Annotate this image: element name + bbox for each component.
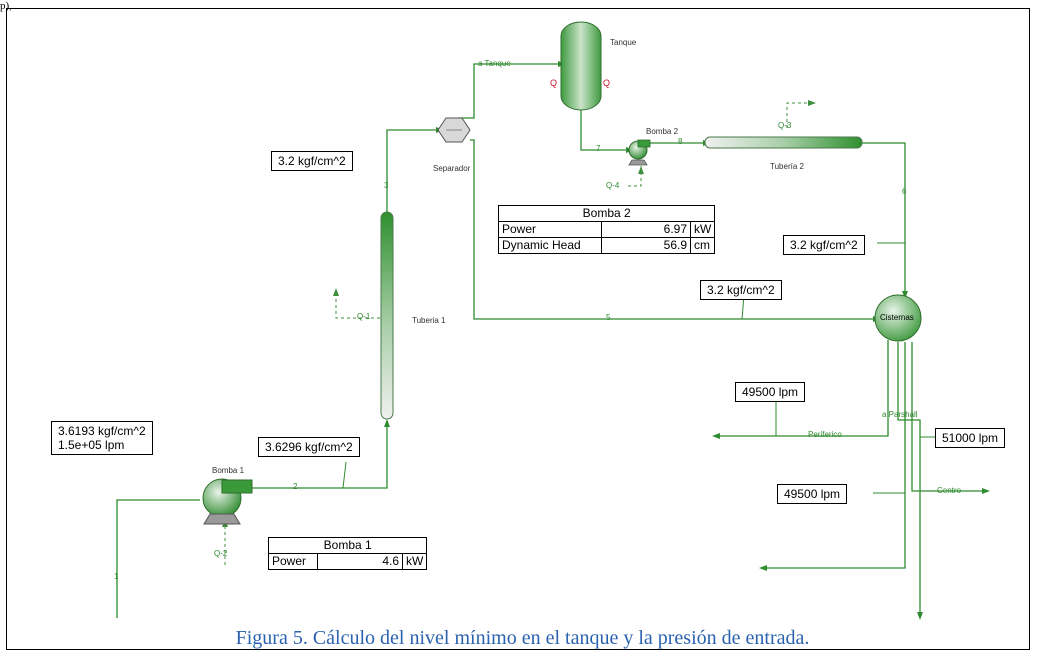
stream-6-line: [862, 142, 906, 293]
inlet-conditions-box: 3.6193 kgf/cm^2 1.5e+05 lpm: [51, 421, 153, 455]
arrow-centro-out: [982, 488, 990, 494]
flow-label-centro: 49500 lpm: [777, 484, 848, 504]
stream-6-label: 6: [902, 187, 907, 196]
tank-name: Tanque: [610, 38, 637, 47]
pump1-results-table: Bomba 1 Power 4.6 kW: [267, 537, 428, 570]
pressure-label-pipe1-inlet: 3.6296 kgf/cm^2: [258, 437, 360, 457]
pump1-row-name: Power: [268, 553, 318, 570]
energy-q3-line: [786, 102, 810, 128]
stream-2-line: [250, 425, 388, 489]
leader-lines: [342, 175, 935, 494]
stream-a-tanque-line: [458, 63, 560, 119]
stream-centro-line: [911, 342, 985, 492]
pump2-table-title: Bomba 2: [497, 205, 716, 222]
stream-3-label: 3: [384, 181, 389, 190]
energy-q1-label: Q-1: [357, 312, 371, 321]
figure-frame: [6, 8, 1030, 650]
cisterns-icon[interactable]: [874, 294, 922, 342]
pipe2-icon[interactable]: [704, 136, 863, 149]
stream-1-line: [116, 499, 200, 618]
stream-periferico-label: Periferico: [808, 430, 842, 439]
stream-lines: [116, 63, 985, 618]
separator-name: Separador: [433, 164, 471, 173]
pump2-results-table: Bomba 2 Power 6.97 kW Dynamic Head 56.9 …: [497, 205, 716, 254]
flow-label-parshall: 51000 lpm: [935, 428, 1006, 448]
arrow-periferico-out: [712, 433, 720, 439]
pipe1-name: Tuberia 1: [412, 316, 446, 325]
stream-periferico-line: [718, 340, 889, 437]
pump2-row-name: Dynamic Head: [498, 237, 602, 254]
arrow-parshall-out: [917, 612, 923, 620]
tank-icon[interactable]: [560, 21, 602, 111]
energy-q3-label: Q-3: [778, 121, 792, 130]
stream-parshall-line: [897, 342, 921, 615]
stream-5-label: 5: [606, 313, 611, 322]
inlet-flow-value: 1.5e+05 lpm: [58, 438, 125, 452]
leader-p-pipe1: [342, 461, 347, 489]
pipe1-icon[interactable]: [380, 211, 394, 420]
pump1-table-title: Bomba 1: [267, 537, 428, 554]
table-row: Power 6.97 kW: [498, 221, 716, 238]
pump2-name: Bomba 2: [646, 127, 679, 136]
energy-q1-line: [335, 293, 380, 319]
stream-8-label: 8: [678, 137, 683, 146]
pump2-row-unit: kW: [689, 221, 716, 238]
pressure-label-separator: 3.2 kgf/cm^2: [271, 151, 353, 171]
table-row: Dynamic Head 56.9 cm: [498, 237, 716, 254]
stream-7-line: [580, 110, 628, 151]
energy-streams: [224, 102, 810, 565]
pump1-row-value: 4.6: [317, 553, 403, 570]
separator-icon[interactable]: [437, 117, 471, 143]
inlet-pressure-value: 3.6193 kgf/cm^2: [58, 424, 146, 438]
pump2-row-value: 56.9: [601, 237, 691, 254]
stream-bottom-line: [765, 342, 906, 569]
cisterns-name: Cisternas: [880, 313, 914, 322]
figure-caption: Figura 5. Cálculo del nivel mínimo en el…: [235, 627, 810, 649]
energy-q1-arrow: [333, 288, 339, 296]
arrow-pipe1-in: [384, 419, 390, 427]
stream-centro-label: Centro: [937, 486, 962, 495]
pump1-icon[interactable]: [202, 478, 253, 525]
energy-q4-arrow: [638, 166, 644, 174]
pump2-row-unit: cm: [689, 237, 716, 254]
energy-q3-arrow: [808, 100, 816, 106]
pressure-label-stream-5: 3.2 kgf/cm^2: [700, 280, 782, 300]
stream-5-line: [470, 139, 875, 320]
stream-7-label: 7: [596, 144, 601, 153]
tank-port-right: Q: [603, 78, 611, 88]
pump2-row-value: 6.97: [601, 221, 691, 238]
pump2-row-name: Power: [498, 221, 602, 238]
stream-2-label: 2: [293, 482, 298, 491]
energy-q2-label: Q-2: [214, 549, 228, 558]
tank-port-left: Q: [550, 78, 558, 88]
header-fragment: p),: [0, 0, 12, 12]
pressure-label-stream-6: 3.2 kgf/cm^2: [783, 235, 865, 255]
pump1-name: Bomba 1: [212, 466, 245, 475]
arrow-cis-in-top: [902, 291, 908, 299]
stream-a-tanque-label: a Tanque: [478, 59, 511, 68]
pump2-icon[interactable]: [628, 139, 651, 166]
arrow-bottom-out: [759, 565, 767, 571]
pipe2-name: Tubería 2: [770, 162, 804, 171]
table-row: Power 4.6 kW: [268, 553, 428, 570]
stream-parshall-label: a Parshall: [882, 410, 918, 419]
energy-q4-label: Q-4: [606, 181, 620, 190]
stream-3-line: [386, 129, 438, 212]
energy-q4-line: [628, 166, 642, 187]
pump1-row-unit: kW: [401, 553, 428, 570]
stream-1-label: 1: [114, 572, 119, 581]
flow-label-periferico: 49500 lpm: [735, 382, 806, 402]
